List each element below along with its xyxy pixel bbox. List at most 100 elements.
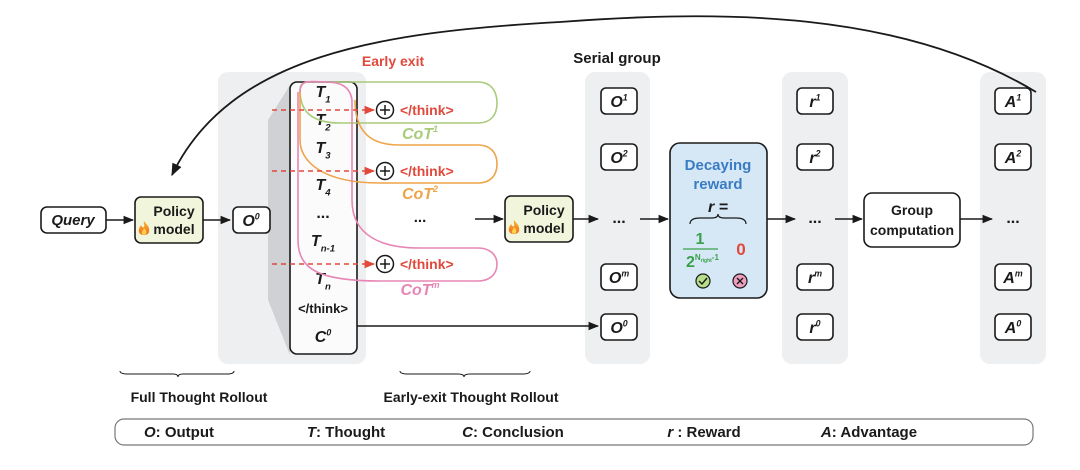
legend-item: O: Output	[144, 424, 214, 441]
oplus-icon	[375, 254, 395, 274]
cot-base: CoT	[400, 282, 432, 299]
serial-output-label: O2	[610, 149, 627, 167]
thought-item: T4	[315, 177, 331, 199]
thought-item: T1	[315, 84, 330, 106]
reward-r-equals: r =	[708, 199, 728, 216]
cot-base: CoT	[402, 186, 434, 203]
query-label: Query	[51, 212, 95, 229]
ellipsis-text: ...	[316, 205, 329, 222]
serial-output-box	[600, 87, 638, 115]
legend-label: : Advantage	[832, 424, 917, 441]
advantage-label: A0	[1004, 319, 1022, 337]
ellipsis-text: ...	[808, 210, 821, 227]
thought-item: C0	[315, 328, 332, 346]
symbol-text: O0	[610, 319, 627, 337]
advantage-label: A1	[1004, 93, 1022, 111]
thought-item: </think>	[298, 301, 348, 316]
reward-label: r2	[809, 149, 820, 167]
reward-box	[796, 313, 834, 341]
full-rollout-brace	[119, 370, 235, 378]
reward-zero: 0	[736, 240, 745, 259]
symbol-subscript: 2	[324, 123, 331, 134]
symbol-base: T	[315, 271, 326, 288]
fire-shape	[508, 220, 520, 234]
symbol-superscript: 0	[623, 319, 628, 329]
reward-box	[796, 143, 834, 171]
advantage-label: Am	[1002, 269, 1023, 287]
symbol-text: r1	[809, 93, 820, 111]
symbol-superscript: 2	[622, 149, 628, 159]
thought-item: T3	[315, 140, 331, 162]
symbol-base: O	[610, 150, 623, 167]
symbol-superscript: 1	[816, 93, 821, 103]
symbol-text: A0	[1004, 319, 1022, 337]
symbol-base: T	[315, 177, 326, 194]
legend-label: : Conclusion	[473, 424, 564, 441]
legend-symbol: T	[307, 424, 318, 441]
check-circle	[695, 273, 711, 289]
x-mark	[736, 277, 744, 285]
symbol-base: r	[808, 270, 815, 287]
symbol-base: r	[809, 94, 816, 111]
legend-symbol: C	[462, 424, 474, 441]
symbol-text: T1	[315, 84, 330, 106]
symbol-text: r2	[809, 149, 820, 167]
symbol-text: A1	[1004, 93, 1022, 111]
advantage-box	[994, 143, 1032, 171]
reward-brace	[689, 213, 747, 225]
serial-output-label: O1	[610, 93, 627, 111]
early-exit-think-tag: </think>	[400, 256, 454, 272]
advantage-box	[994, 87, 1032, 115]
symbol-superscript: m	[814, 269, 822, 279]
symbol-text: O2	[610, 149, 627, 167]
expansion-shadow	[268, 85, 290, 355]
group-computation-line2: computation	[870, 222, 954, 238]
reward-box	[796, 87, 834, 115]
legend-item: C: Conclusion	[462, 424, 564, 441]
symbol-superscript: 2	[815, 149, 821, 159]
reward-label: ...	[808, 210, 821, 227]
reward-label: r0	[809, 319, 820, 337]
symbol-base: O	[242, 213, 255, 230]
serial-output-label: ...	[612, 210, 625, 227]
advantage-box	[994, 263, 1032, 291]
symbol-base: r	[809, 150, 816, 167]
x-circle-icon	[732, 273, 748, 289]
group-computation-line1: Group	[891, 202, 933, 218]
early-exit-think-tag: </think>	[400, 102, 454, 118]
ellipsis-text: ...	[612, 210, 625, 227]
legend-item: A: Advantage	[820, 424, 917, 441]
symbol-base: T	[315, 84, 326, 101]
legend-item: T: Thought	[307, 424, 385, 441]
reward-box	[796, 263, 834, 291]
symbol-subscript: n-1	[321, 244, 335, 255]
legend-label: : Reward	[673, 424, 741, 441]
symbol-text: T4	[315, 177, 331, 199]
fire-icon	[138, 221, 150, 235]
symbol-base: T	[315, 140, 326, 157]
serial-output-box	[600, 143, 638, 171]
symbol-text: Tn-1	[311, 233, 335, 255]
thought-item: Tn	[315, 271, 331, 293]
cot-superscript: 2	[432, 184, 438, 194]
o0-label: O0	[242, 212, 259, 230]
policy-label-line1: Policy	[153, 203, 194, 219]
symbol-base: A	[1004, 320, 1017, 337]
symbol-superscript: 1	[623, 93, 628, 103]
symbol-superscript: 0	[816, 319, 821, 329]
group-computation-rect	[863, 192, 961, 248]
policy-label-line2: model	[153, 221, 194, 237]
thought-item: Tn-1	[311, 233, 335, 255]
advantage-label: ...	[1006, 210, 1019, 227]
legend-label: : Output	[156, 424, 214, 441]
fire-shape	[138, 221, 150, 235]
symbol-text: rm	[808, 269, 822, 287]
symbol-superscript: m	[621, 269, 629, 279]
symbol-subscript: 1	[325, 95, 330, 106]
advantage-label: A2	[1004, 149, 1022, 167]
oplus-icon	[375, 161, 395, 181]
symbol-superscript: 0	[1016, 319, 1021, 329]
early-exit-label: Early exit	[362, 53, 425, 69]
